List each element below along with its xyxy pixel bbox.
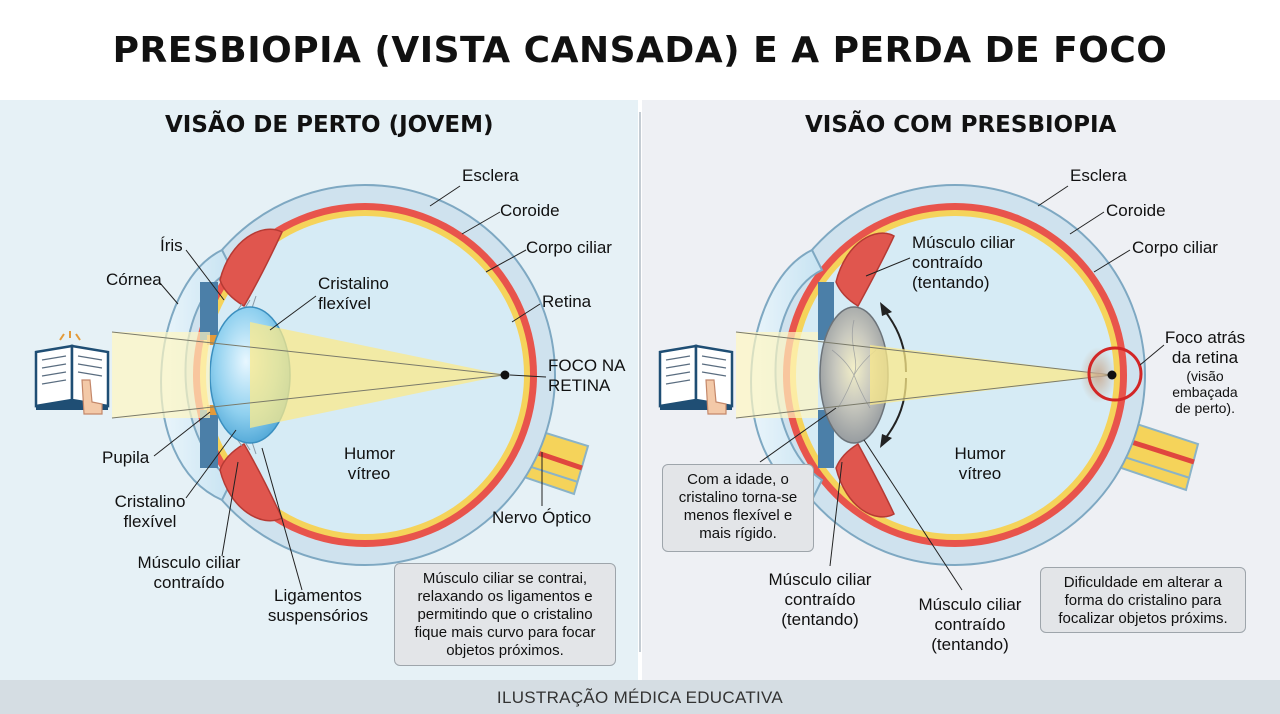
label-musculo-ciliar-left: Músculo ciliar contraído [137, 553, 241, 592]
label-foco-atras: Foco atrás da retina (visão embaçada de … [1164, 328, 1246, 416]
label-ligamentos: Ligamentos suspensórios [267, 586, 369, 625]
label-musculo-ciliar-bottom-left: Músculo ciliar contraído (tentando) [768, 570, 872, 629]
label-iris: Íris [160, 236, 183, 255]
ciliary-body-left-top [219, 228, 283, 308]
label-cristalino-bottom: Cristalino flexível [114, 492, 186, 531]
label-esclera-left: Esclera [462, 166, 519, 185]
label-esclera-right: Esclera [1070, 166, 1127, 185]
light-cone-in-left [112, 332, 210, 418]
label-cristalino-top: Cristalino flexível [318, 274, 389, 313]
cornea-left [160, 248, 234, 502]
label-corpo-ciliar-right: Corpo ciliar [1132, 238, 1218, 257]
footer-bar [0, 680, 1280, 714]
focus-point-left [500, 370, 510, 380]
iris-left-top [200, 282, 218, 340]
right-eye [658, 184, 1200, 591]
footer-caption: ILUSTRAÇÃO MÉDICA EDUCATIVA [496, 688, 784, 707]
label-humor-vitreo-right: Humor vítreo [954, 444, 1006, 483]
label-cornea: Córnea [106, 270, 162, 289]
label-nervo-optico: Nervo Óptico [492, 508, 592, 527]
label-pupila: Pupila [102, 448, 150, 467]
note-focus-difficulty: Dificuldade em alterar a forma do crista… [1040, 567, 1246, 633]
ciliary-body-right-top [835, 232, 895, 308]
focus-point-right [1107, 370, 1117, 380]
right-heading: VISÃO COM PRESBIOPIA [805, 112, 1117, 138]
note-age-rigid-lens: Com a idade, o cristalino torna-se menos… [662, 464, 814, 552]
ciliary-body-left-bottom [219, 442, 283, 522]
left-eye [34, 184, 590, 591]
iris-left-bottom [200, 410, 218, 468]
label-retina-left: Retina [542, 292, 592, 311]
note-young-accommodation: Músculo ciliar se contrai, relaxando os … [394, 563, 616, 666]
book-icon-right [658, 344, 734, 415]
label-corpo-ciliar-left: Corpo ciliar [526, 238, 612, 257]
book-icon [34, 331, 110, 415]
label-foco-na-retina: FOCO NA RETINA [548, 356, 626, 395]
ciliary-body-right-bottom [835, 442, 895, 518]
focus-marker-circle [1087, 346, 1143, 402]
label-coroide-left: Coroide [500, 201, 560, 220]
panel-divider [639, 112, 641, 652]
light-cone-focus-right [870, 345, 1112, 405]
light-cone-focus-left [250, 322, 505, 428]
left-heading: VISÃO DE PERTO (JOVEM) [165, 112, 494, 138]
label-coroide-right: Coroide [1106, 201, 1166, 220]
hand-icon [81, 379, 103, 415]
label-musculo-ciliar-top: Músculo ciliar contraído (tentando) [912, 233, 1015, 292]
label-humor-vitreo-left: Humor vítreo [344, 444, 396, 483]
label-musculo-ciliar-bottom-right: Músculo ciliar contraído (tentando) [918, 595, 1022, 654]
page-title: PRESBIOPIA (VISTA CANSADA) E A PERDA DE … [112, 30, 1168, 71]
